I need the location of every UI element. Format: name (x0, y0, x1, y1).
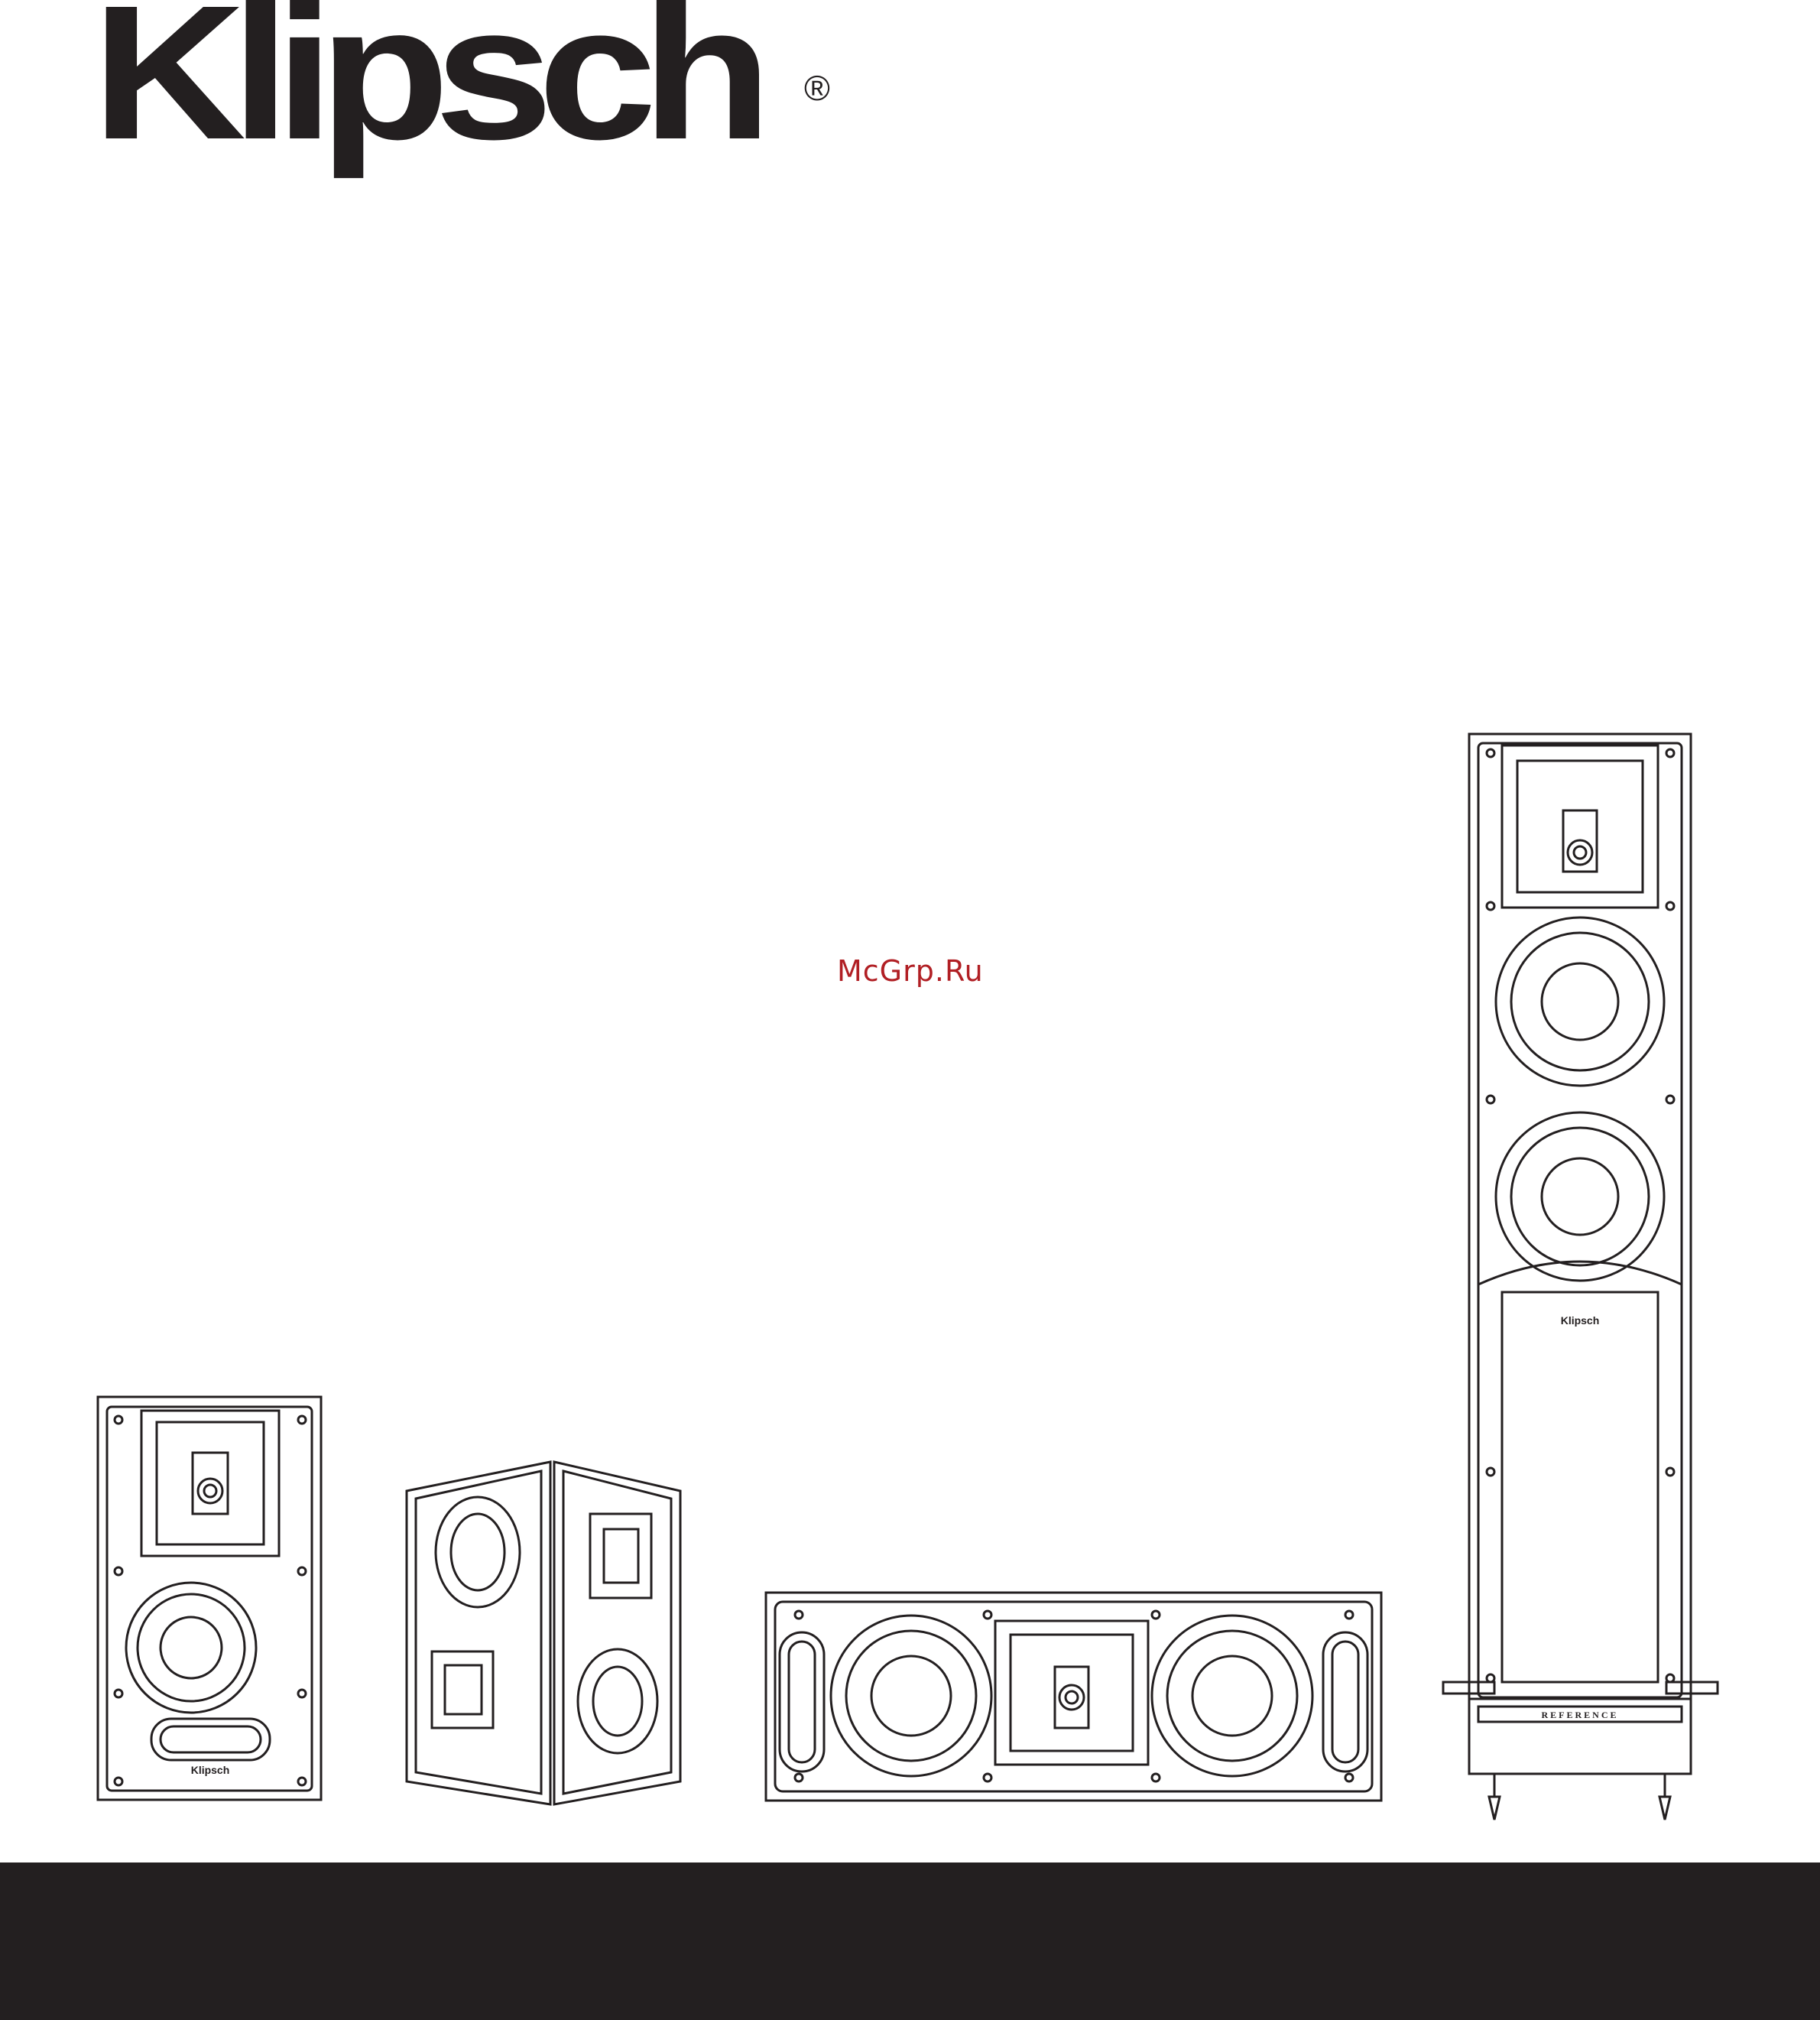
bookshelf-badge: Klipsch (191, 1764, 230, 1776)
tower-speaker (1443, 734, 1718, 1820)
surround-speaker (407, 1462, 680, 1804)
footer-band (0, 1862, 1820, 2020)
center-speaker (766, 1593, 1381, 1801)
bookshelf-speaker (98, 1397, 321, 1800)
tower-badge: Klipsch (1561, 1314, 1600, 1327)
tower-base-label: REFERENCE (1541, 1710, 1618, 1720)
